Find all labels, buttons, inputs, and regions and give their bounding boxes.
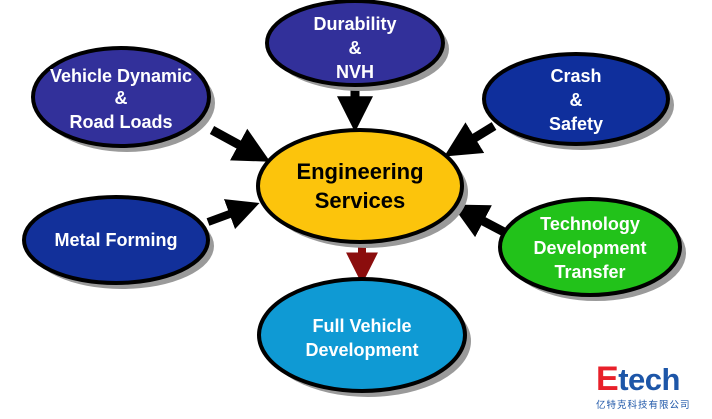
arrow-technology-transfer-to-center	[451, 204, 507, 238]
node-vehicle-dynamic-line-1: Vehicle Dynamic	[50, 66, 192, 86]
node-full-vehicle: Full Vehicle Development	[257, 277, 471, 397]
node-crash-safety-line-1: Crash	[550, 66, 601, 86]
node-vehicle-dynamic: Vehicle Dynamic & Road Loads	[31, 46, 215, 152]
node-technology-transfer: Technology Development Transfer	[498, 197, 686, 301]
node-full-vehicle-line-1: Full Vehicle	[312, 316, 411, 336]
arrow-metal-forming-to-center	[206, 199, 260, 230]
node-durability-nvh: Durability & NVH	[265, 0, 449, 91]
node-crash-safety-line-2: &	[570, 90, 583, 110]
node-crash-safety: Crash & Safety	[482, 52, 674, 150]
node-durability-line-3: NVH	[336, 62, 374, 82]
etech-logo: Etech 亿特克科技有限公司	[596, 362, 696, 411]
arrow-crash-safety-to-center	[444, 122, 497, 157]
node-technology-transfer-line-3: Transfer	[554, 262, 625, 282]
node-vehicle-dynamic-line-2: &	[115, 88, 128, 108]
node-full-vehicle-line-2: Development	[305, 340, 418, 360]
center-engineering-services: Engineering Services	[256, 128, 468, 248]
node-technology-transfer-line-1: Technology	[540, 214, 640, 234]
etech-logo-wordmark: Etech	[596, 362, 696, 397]
node-metal-forming: Metal Forming	[22, 195, 214, 289]
logo-company-name: 亿特克科技有限公司	[596, 400, 691, 411]
arrow-vehicle-dynamic-to-center	[209, 126, 271, 162]
node-durability-line-1: Durability	[313, 14, 396, 34]
node-vehicle-dynamic-line-3: Road Loads	[69, 112, 172, 132]
logo-rest: tech	[618, 362, 680, 397]
node-crash-safety-line-3: Safety	[549, 114, 603, 134]
node-durability-line-2: &	[349, 38, 362, 58]
center-line-1: Engineering	[296, 159, 423, 184]
logo-first-letter: E	[596, 360, 619, 398]
center-line-2: Services	[315, 188, 406, 213]
node-technology-transfer-line-2: Development	[533, 238, 646, 258]
node-metal-forming-line-1: Metal Forming	[54, 230, 177, 250]
